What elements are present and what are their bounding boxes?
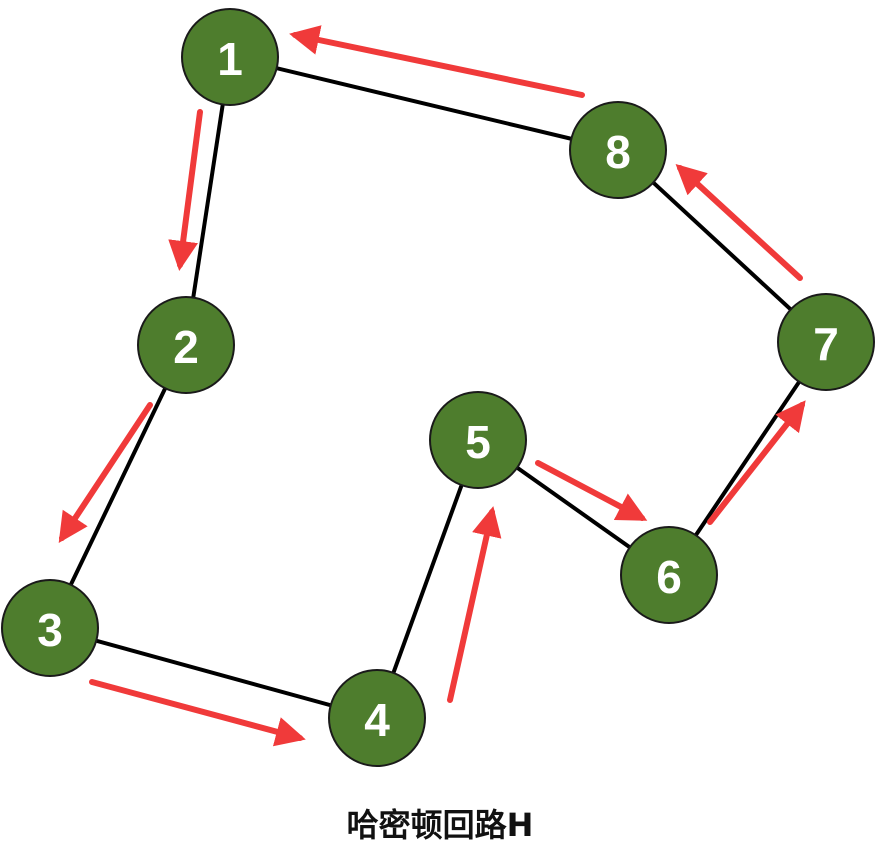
node-label: 8 (605, 126, 631, 178)
edge-4-5 (375, 439, 480, 719)
arrow-7-to-8 (675, 163, 803, 281)
node-circle (620, 526, 718, 624)
node-5: 5 (429, 391, 527, 489)
node-circle (569, 101, 667, 199)
node-7: 7 (777, 293, 875, 391)
node-3: 3 (1, 579, 99, 677)
node-circle (1, 579, 99, 677)
arrow-5-to-6 (535, 460, 648, 521)
arrow-8-to-1 (289, 25, 585, 98)
arrow-6-to-7 (707, 400, 806, 525)
edge-2-3 (48, 344, 188, 629)
node-label: 2 (173, 321, 199, 373)
node-circle (777, 293, 875, 391)
node-label: 3 (37, 604, 63, 656)
node-circle (137, 296, 235, 394)
edge-8-1 (229, 55, 619, 152)
arrow-4-to-5 (447, 506, 502, 703)
node-4: 4 (328, 669, 426, 767)
node-6: 6 (620, 526, 718, 624)
node-2: 2 (137, 296, 235, 394)
edge-3-4 (49, 626, 378, 720)
node-label: 1 (217, 33, 243, 85)
arrow-1-to-2 (168, 109, 203, 271)
arrow-2-to-3 (58, 402, 153, 544)
node-1: 1 (181, 8, 279, 106)
node-label: 5 (465, 416, 491, 468)
arrow-3-to-4 (89, 679, 306, 747)
node-circle (328, 669, 426, 767)
node-label: 4 (364, 694, 390, 746)
node-circle (181, 8, 279, 106)
arrows-layer (58, 25, 806, 747)
node-8: 8 (569, 101, 667, 199)
node-label: 6 (656, 551, 682, 603)
diagram-caption: 哈密顿回路H (346, 806, 534, 844)
node-label: 7 (813, 318, 839, 370)
node-circle (429, 391, 527, 489)
nodes-layer: 1 2 3 4 5 6 7 8 (1, 8, 875, 767)
